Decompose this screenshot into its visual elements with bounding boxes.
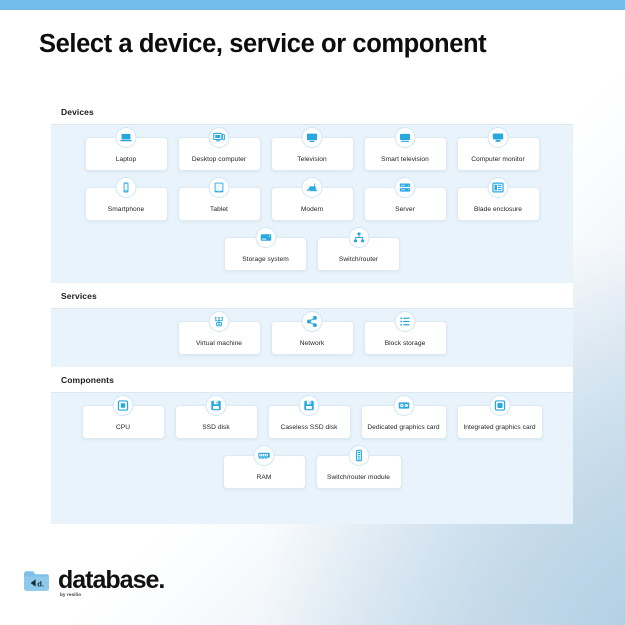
- switch-router-icon: [348, 227, 369, 248]
- card-label: Desktop computer: [191, 155, 247, 163]
- card-label: CPU: [115, 423, 131, 431]
- card-television[interactable]: Television: [270, 127, 354, 171]
- section-title: Devices: [61, 106, 94, 117]
- card-server[interactable]: Server: [363, 177, 447, 221]
- section-header-services: Services: [51, 283, 573, 309]
- card-row: Laptop Desktop computer Television Smart te…: [51, 127, 573, 171]
- television-icon: [301, 127, 323, 148]
- card-laptop[interactable]: Laptop: [84, 127, 168, 171]
- card-label: Virtual machine: [195, 339, 243, 347]
- card-smart-television[interactable]: Smart television: [363, 127, 447, 171]
- card-label: Tablet: [210, 205, 228, 213]
- card-label: Smart television: [381, 155, 429, 163]
- card-label: Modem: [300, 205, 324, 213]
- card-block-storage[interactable]: Block storage: [363, 311, 447, 355]
- card-row: Smartphone Tablet Modem Server Blade enclosu…: [51, 177, 573, 221]
- svg-text:d.: d.: [37, 579, 44, 588]
- card-integrated-graphics-card[interactable]: Integrated graphics card: [456, 395, 543, 439]
- card-blade-enclosure[interactable]: Blade enclosure: [456, 177, 540, 221]
- network-icon: [301, 311, 323, 332]
- switch-router-module-icon: [348, 445, 369, 466]
- card-ssd-disk[interactable]: SSD disk: [174, 395, 258, 439]
- page-title: Select a device, service or component: [39, 30, 487, 58]
- modem-icon: [301, 177, 323, 198]
- card-label: Laptop: [115, 155, 137, 163]
- card-label: Block storage: [384, 339, 426, 347]
- server-icon: [394, 177, 416, 198]
- tablet-icon: [208, 177, 230, 198]
- blade-enclosure-icon: [487, 177, 509, 198]
- top-accent-bar: [0, 0, 625, 10]
- card-modem[interactable]: Modem: [270, 177, 354, 221]
- card-label: Server: [395, 205, 415, 213]
- card-label: Integrated graphics card: [463, 423, 536, 431]
- section-body-devices: Laptop Desktop computer Television Smart te…: [51, 125, 573, 283]
- brand-lockup: database. by resilio: [58, 566, 165, 597]
- cpu-icon: [112, 395, 134, 416]
- computer-monitor-icon: [487, 127, 509, 148]
- integrated-graphics-card-icon: [489, 395, 510, 416]
- card-label: Blade enclosure: [473, 205, 523, 213]
- database-logo-icon: d.: [23, 568, 50, 593]
- card-row: RAM Switch/router module: [51, 445, 573, 489]
- card-label: Storage system: [242, 255, 289, 263]
- footer-logo: d. database. by resilio: [23, 566, 165, 597]
- card-computer-monitor[interactable]: Computer monitor: [456, 127, 540, 171]
- card-virtual-machine[interactable]: Virtual machine: [177, 311, 261, 355]
- card-storage-system[interactable]: Storage system: [224, 227, 307, 271]
- section-title: Services: [61, 290, 97, 301]
- card-network[interactable]: Network: [270, 311, 354, 355]
- card-row: CPU SSD disk Caseless SSD disk Dedicated gr…: [51, 395, 573, 439]
- card-dedicated-graphics-card[interactable]: Dedicated graphics card: [360, 395, 447, 439]
- desktop-computer-icon: [208, 127, 230, 148]
- card-row: Storage system Switch/router: [51, 227, 573, 271]
- card-label: Switch/router module: [327, 473, 390, 481]
- section-body-components: CPU SSD disk Caseless SSD disk Dedicated gr…: [51, 393, 573, 501]
- card-label: Caseless SSD disk: [280, 423, 338, 431]
- card-smartphone[interactable]: Smartphone: [84, 177, 168, 221]
- storage-system-icon: [255, 227, 276, 248]
- section-header-devices: Devices: [51, 99, 573, 125]
- brand-name: database.: [58, 566, 165, 594]
- block-storage-icon: [394, 311, 416, 332]
- brand-byline: by resilio: [60, 592, 82, 597]
- card-row: Virtual machine Network Block storage: [51, 311, 573, 355]
- card-label: SSD disk: [202, 423, 230, 431]
- card-ram[interactable]: RAM: [222, 445, 306, 489]
- card-caseless-ssd-disk[interactable]: Caseless SSD disk: [267, 395, 351, 439]
- card-label: Network: [299, 339, 325, 347]
- section-body-services: Virtual machine Network Block storage: [51, 309, 573, 367]
- card-label: Dedicated graphics card: [367, 423, 440, 431]
- section-title: Components: [61, 374, 114, 385]
- caseless-ssd-disk-icon: [298, 395, 320, 416]
- section-header-components: Components: [51, 367, 573, 393]
- smartphone-icon: [115, 177, 137, 198]
- ram-icon: [253, 445, 275, 466]
- card-label: Computer monitor: [471, 155, 525, 163]
- card-label: RAM: [256, 473, 272, 481]
- card-desktop-computer[interactable]: Desktop computer: [177, 127, 261, 171]
- card-label: Switch/router: [338, 255, 379, 263]
- card-label: Television: [297, 155, 327, 163]
- card-cpu[interactable]: CPU: [81, 395, 165, 439]
- virtual-machine-icon: [208, 311, 230, 332]
- card-switch-router[interactable]: Switch/router: [317, 227, 400, 271]
- card-switch-router-module[interactable]: Switch/router module: [315, 445, 402, 489]
- ssd-disk-icon: [205, 395, 227, 416]
- laptop-icon: [115, 127, 137, 148]
- card-tablet[interactable]: Tablet: [177, 177, 261, 221]
- dedicated-graphics-card-icon: [393, 395, 414, 416]
- card-label: Smartphone: [107, 205, 145, 213]
- smart-television-icon: [394, 127, 416, 148]
